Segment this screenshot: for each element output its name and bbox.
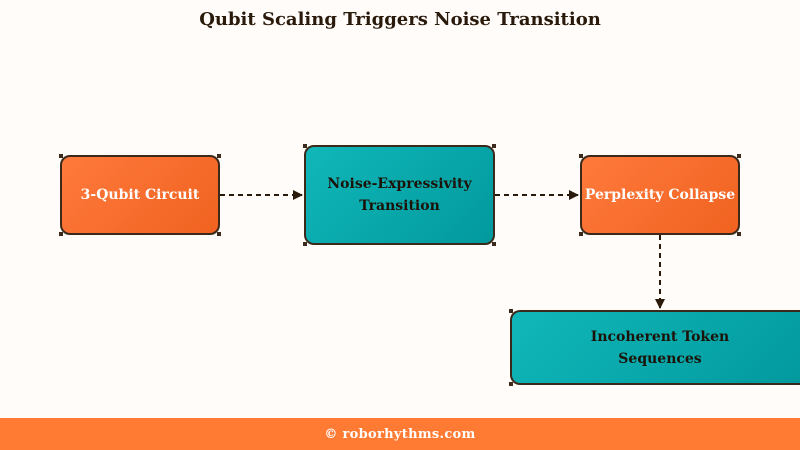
node-label-line: Sequences [618,350,702,367]
node-label-line: Incoherent Token [590,328,730,345]
footer-text: © roborhythms.com [324,426,476,442]
node-incoherent-token-sequences [509,309,800,386]
node-label-line: Transition [359,198,440,214]
footer-banner: © roborhythms.com [0,418,800,450]
node-perplexity-collapse: Perplexity Collapse [579,154,741,236]
node-label-line: Noise-Expressivity [327,176,472,192]
node-noise-expressivity-transition: Noise-Expressivity Transition [303,144,496,246]
diagram-title: Qubit Scaling Triggers Noise Transition [199,9,601,30]
node-incoherent-token-sequences-label: Incoherent Token Sequences [510,310,800,385]
node-label: Perplexity Collapse [584,187,736,203]
node-3-qubit-circuit: 3-Qubit Circuit [59,154,221,236]
node-label: Noise-Expressivity Transition [327,173,471,217]
node-label: 3-Qubit Circuit [80,187,200,203]
